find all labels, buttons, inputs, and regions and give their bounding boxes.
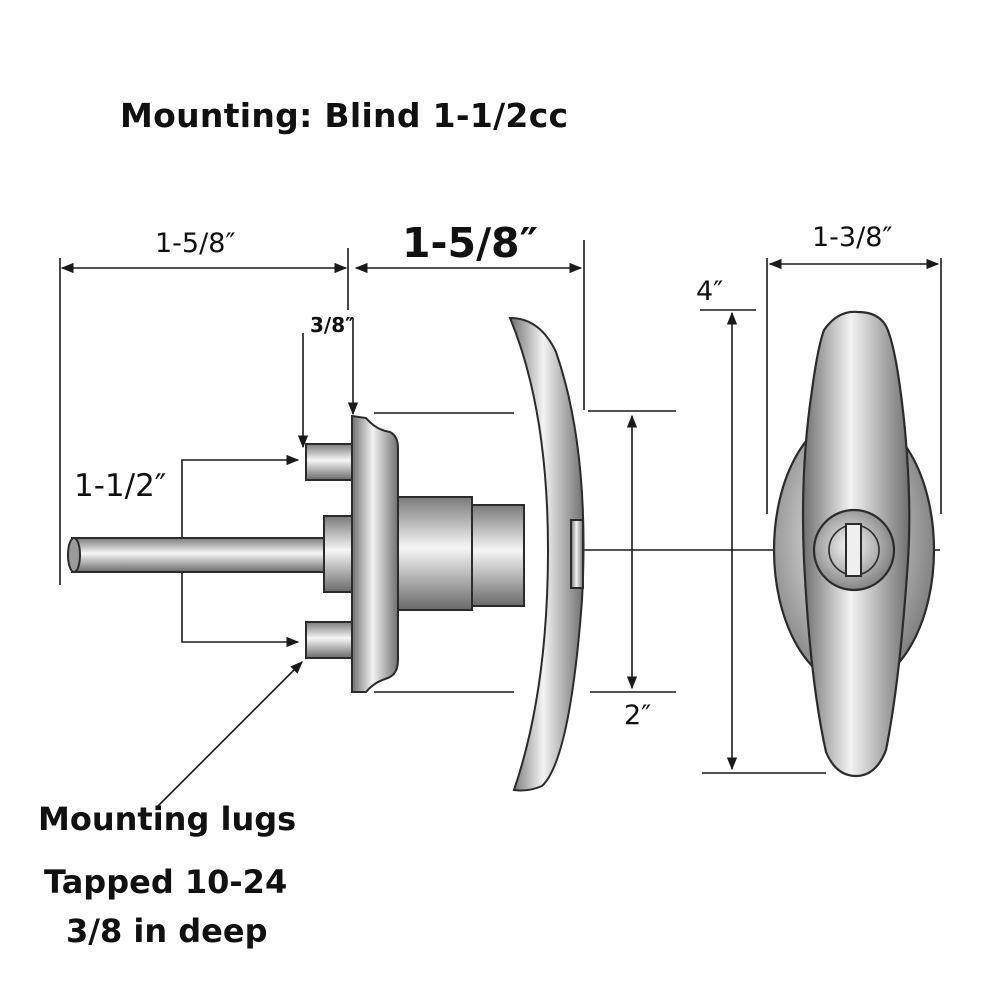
lock-body [397,496,473,611]
spindle-end [67,537,81,573]
front-view [772,310,936,778]
callout-label: Mounting lugs [38,800,297,838]
keyhole-icon [845,523,862,577]
callout-leader-arrow [155,661,303,809]
callout-spec-line-1: Tapped 10-24 [44,863,288,901]
base-plate [351,414,399,693]
side-view [67,316,585,792]
label-front-depth: 1-5/8″ [402,219,538,267]
lock-neck [471,504,525,607]
label-handle-width: 1-3/8″ [812,222,893,253]
label-lug-spacing: 1-1/2″ [74,468,167,504]
label-lug-offset: 3/8″ [310,313,355,337]
spindle-collar [323,515,355,593]
handle-cap [570,519,584,589]
mounting-lug-top [305,443,355,481]
label-body-height: 2″ [624,700,652,731]
t-handle-side [508,316,585,792]
label-rear-length: 1-5/8″ [155,228,236,259]
diagram-title: Mounting: Blind 1-1/2cc [120,96,569,135]
dimension-lines [59,240,942,809]
spindle [71,537,329,573]
label-handle-height: 4″ [696,276,724,307]
callout-spec-line-2: 3/8 in deep [66,912,268,950]
mounting-lug-bottom [305,621,355,659]
